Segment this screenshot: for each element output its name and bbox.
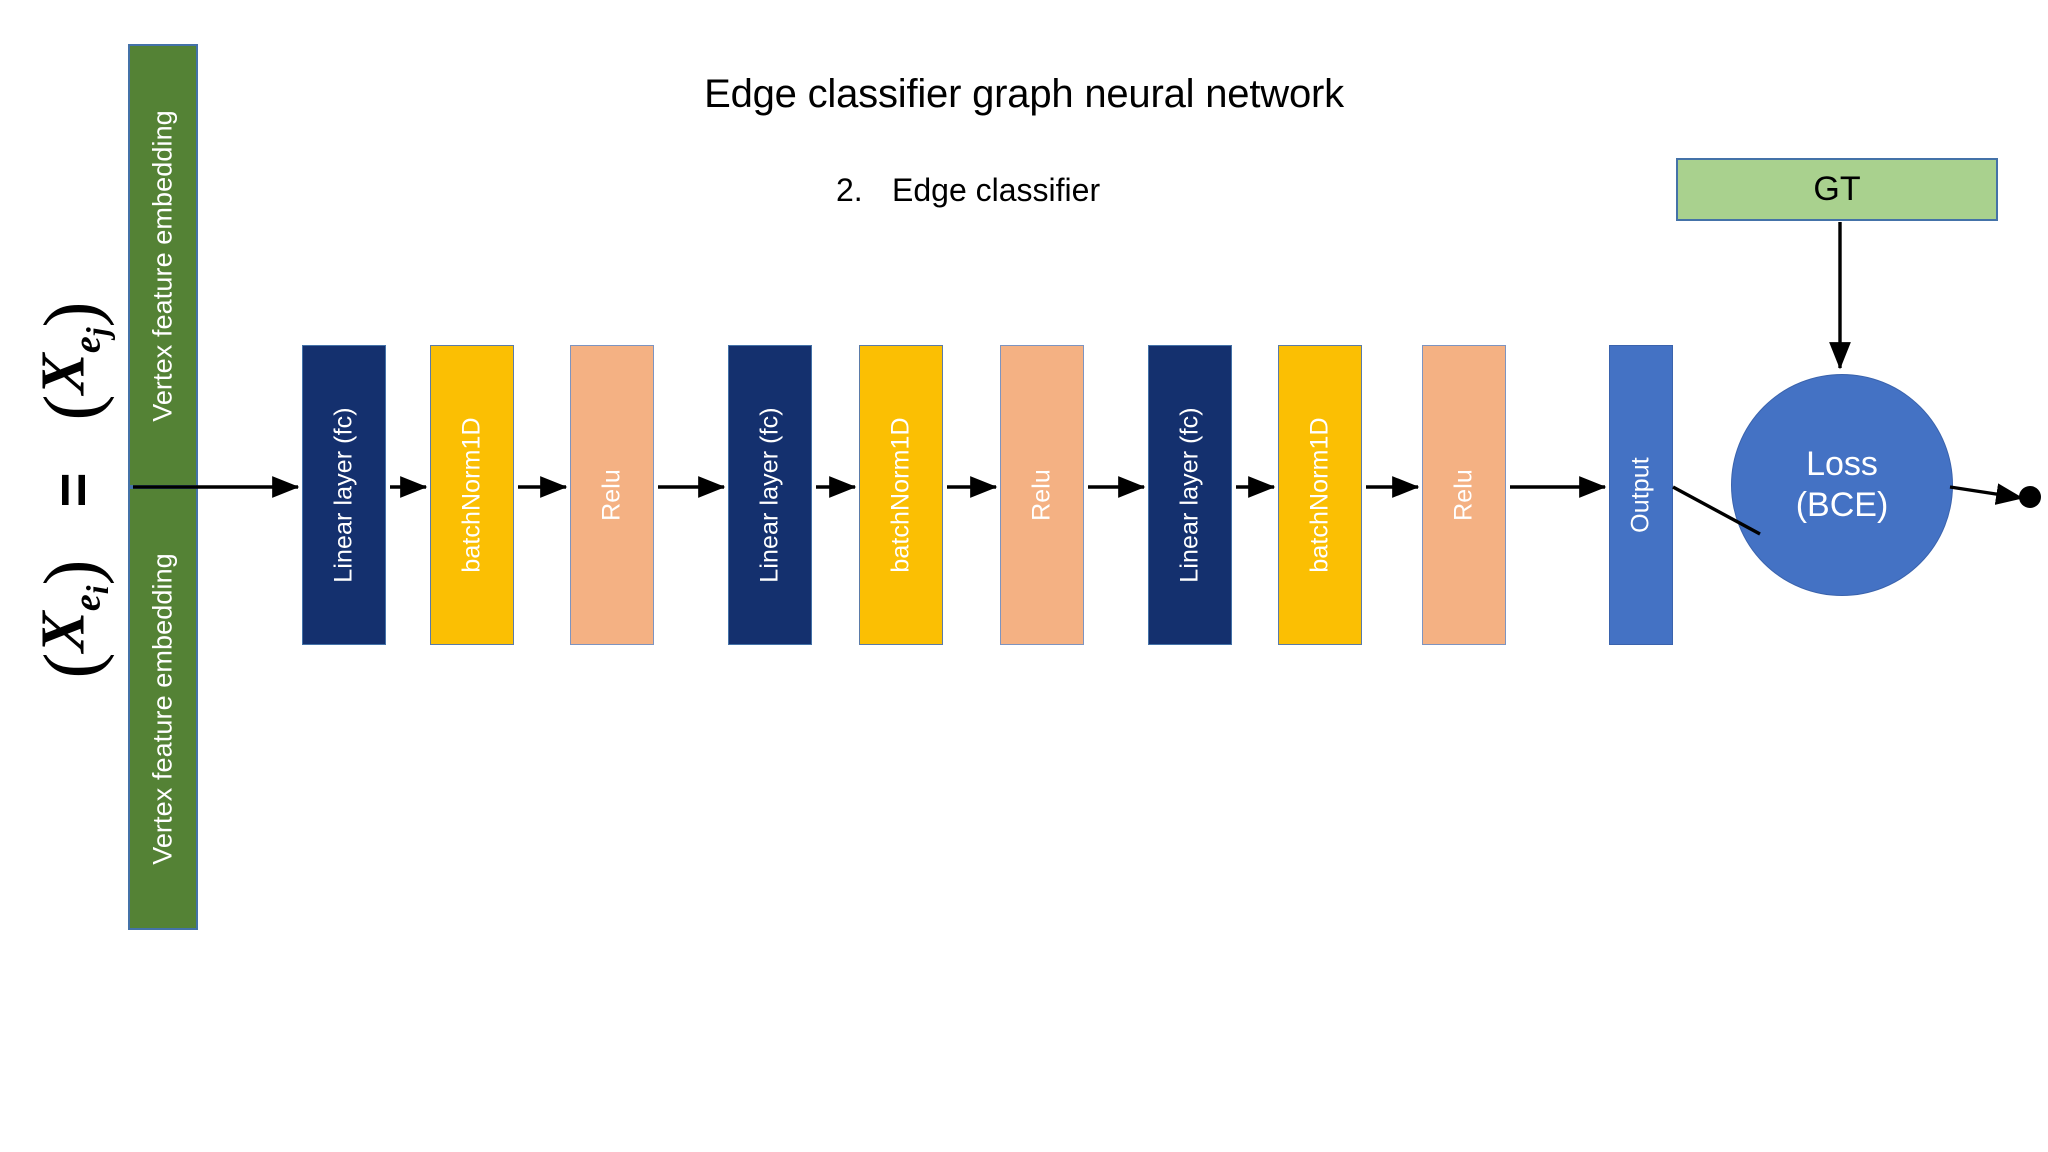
layer-linear-3[interactable]: Linear layer (fc) [1148,345,1232,645]
vertex-embedding-label-top: Vertex feature embedding [147,109,178,422]
layer-label: batchNorm1D [1305,417,1334,573]
math-expression: (Xei) = (Xej) [14,60,132,920]
layer-label: Relu [1449,469,1478,521]
layer-relu-1[interactable]: Relu [570,345,654,645]
ground-truth-label: GT [1813,170,1861,208]
layer-relu-3[interactable]: Relu [1422,345,1506,645]
layer-label: Linear layer (fc) [755,407,784,583]
endpoint-dot [2019,486,2041,508]
subtitle: 2. Edge classifier [836,172,1100,209]
loss-label-line1: Loss [1806,445,1878,484]
layer-label: batchNorm1D [457,417,486,573]
subtitle-text: Edge classifier [892,172,1101,208]
line-loss-to-endpoint [1949,483,2024,505]
layer-relu-2[interactable]: Relu [1000,345,1084,645]
loss-label-line2: (BCE) [1795,486,1889,524]
layer-label: Relu [1027,469,1056,521]
vertex-embedding-label-bottom: Vertex feature embedding [147,552,178,865]
page-title: Edge classifier graph neural network [704,72,1344,116]
layer-linear-2[interactable]: Linear layer (fc) [728,345,812,645]
math-equals-sign: = [38,472,106,508]
layer-label: Relu [597,469,626,521]
layer-label: Linear layer (fc) [329,407,358,583]
vertex-feature-embedding-box-top[interactable]: Vertex feature embedding [128,44,198,487]
ground-truth-box[interactable]: GT [1676,158,1998,221]
layer-linear-1[interactable]: Linear layer (fc) [302,345,386,645]
layer-label: Output [1626,457,1655,533]
vertex-feature-embedding-box-bottom[interactable]: Vertex feature embedding [128,487,198,930]
math-term-xei: (Xei) [27,559,115,679]
layer-label: batchNorm1D [886,417,915,573]
loss-node[interactable]: Loss (BCE) [1731,374,1953,596]
layer-label: Linear layer (fc) [1175,407,1204,583]
subtitle-number: 2. [836,172,863,208]
layer-batchnorm-3[interactable]: batchNorm1D [1278,345,1362,645]
layer-batchnorm-2[interactable]: batchNorm1D [859,345,943,645]
math-term-xej: (Xej) [27,301,115,421]
layer-output[interactable]: Output [1609,345,1673,645]
layer-batchnorm-1[interactable]: batchNorm1D [430,345,514,645]
